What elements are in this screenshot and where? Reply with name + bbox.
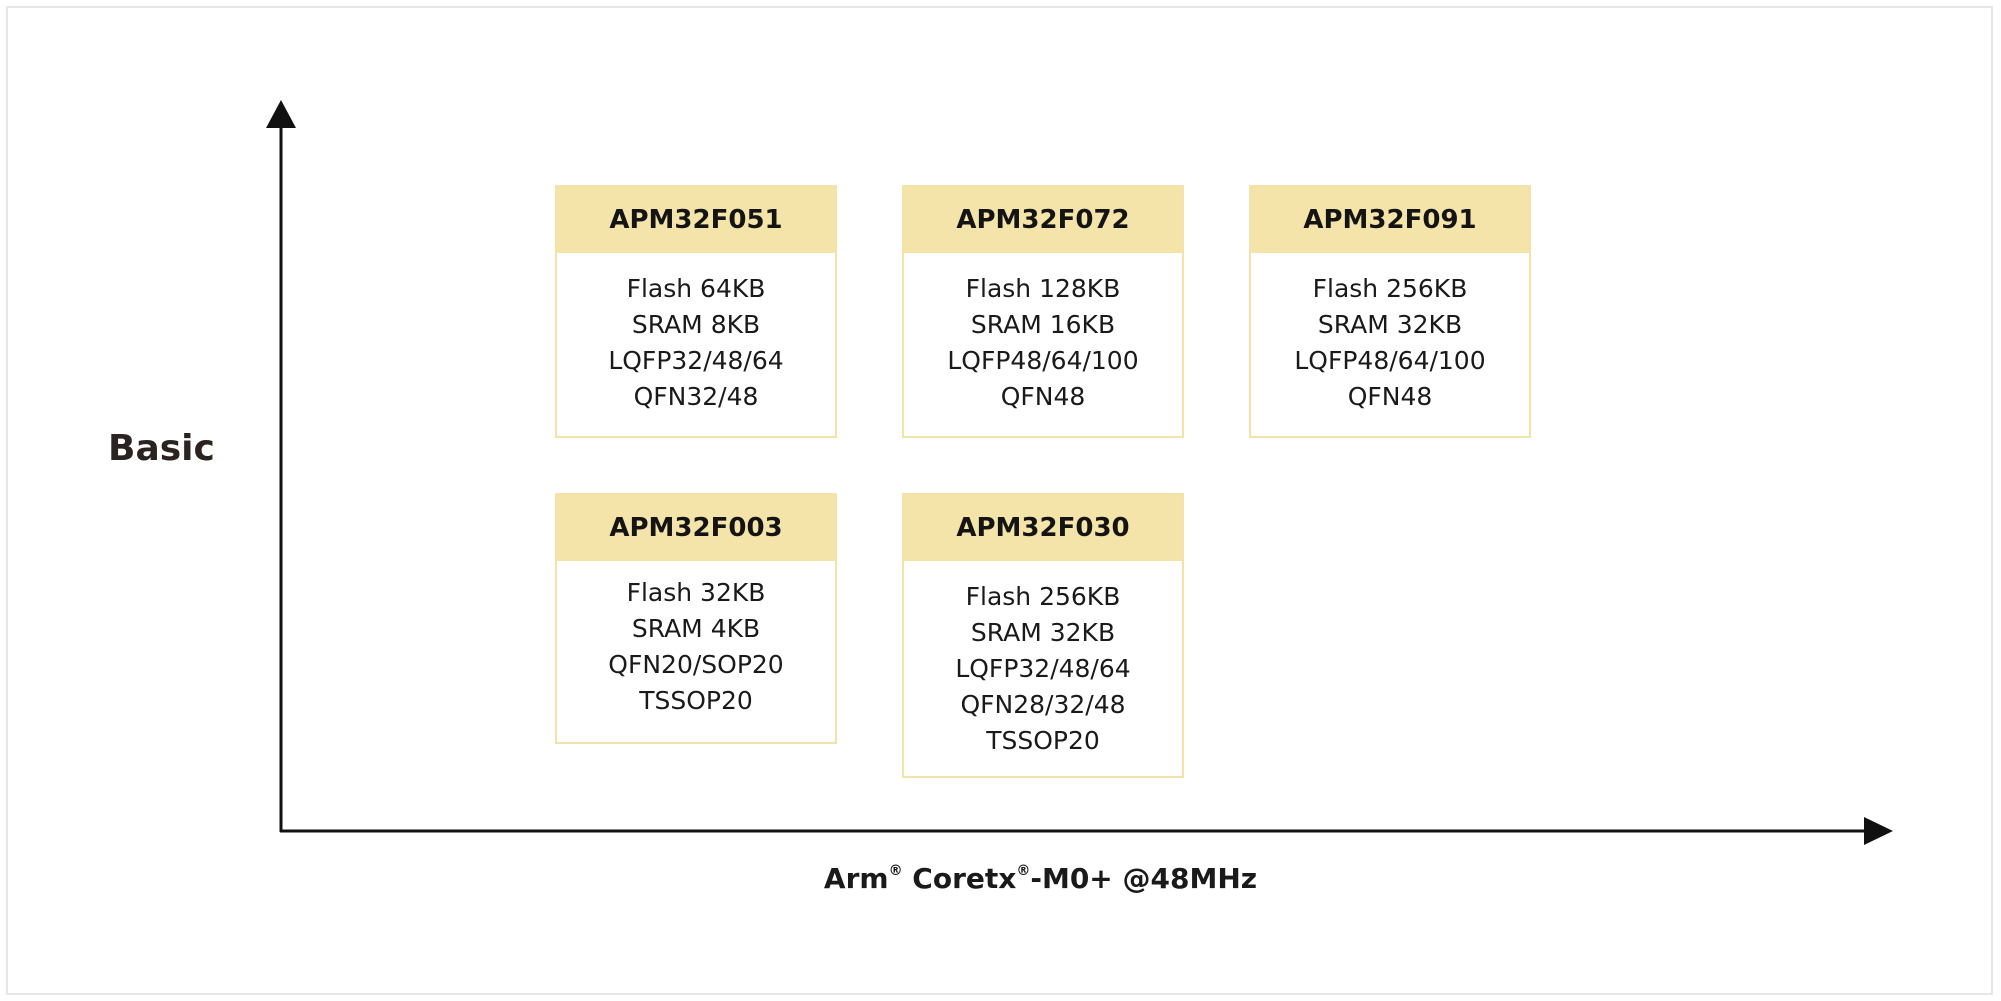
spec-package: LQFP32/48/64 (608, 346, 784, 375)
spec-sram: SRAM 32KB (970, 618, 1116, 647)
spec-package: QFN32/48 (633, 382, 759, 411)
x-axis-label: Arm® Coretx®-M0+ @48MHz (0, 862, 2001, 895)
spec-package: QFN48 (1000, 382, 1086, 411)
spec-sram: SRAM 16KB (970, 310, 1116, 339)
spec-package: TSSOP20 (986, 726, 1100, 755)
y-axis-label: Basic (108, 428, 215, 469)
registered-mark-1: ® (888, 863, 903, 879)
product-card-title: APM32F091 (1251, 187, 1529, 253)
x-axis-label-part3: -M0+ @48MHz (1030, 862, 1258, 895)
product-card-title: APM32F072 (904, 187, 1182, 253)
spec-package: QFN28/32/48 (960, 690, 1126, 719)
x-axis-arrowhead (1864, 817, 1893, 845)
product-card-apm32f051: APM32F051 Flash 64KB SRAM 8KB LQFP32/48/… (555, 185, 837, 438)
spec-sram: SRAM 32KB (1317, 310, 1463, 339)
spec-flash: Flash 32KB (626, 578, 766, 607)
product-card-apm32f003: APM32F003 Flash 32KB SRAM 4KB QFN20/SOP2… (555, 493, 837, 744)
spec-sram: SRAM 4KB (631, 614, 761, 643)
spec-flash: Flash 256KB (965, 582, 1121, 611)
product-card-specs: Flash 32KB SRAM 4KB QFN20/SOP20 TSSOP20 (557, 561, 835, 719)
product-card-title: APM32F030 (904, 495, 1182, 561)
spec-package: QFN20/SOP20 (608, 650, 784, 679)
product-card-specs: Flash 128KB SRAM 16KB LQFP48/64/100 QFN4… (904, 253, 1182, 415)
product-card-apm32f091: APM32F091 Flash 256KB SRAM 32KB LQFP48/6… (1249, 185, 1531, 438)
product-card-title: APM32F051 (557, 187, 835, 253)
spec-sram: SRAM 8KB (631, 310, 761, 339)
spec-flash: Flash 64KB (626, 274, 766, 303)
product-card-apm32f072: APM32F072 Flash 128KB SRAM 16KB LQFP48/6… (902, 185, 1184, 438)
x-axis-label-part1: Arm (823, 862, 889, 895)
product-card-title: APM32F003 (557, 495, 835, 561)
product-card-specs: Flash 64KB SRAM 8KB LQFP32/48/64 QFN32/4… (557, 253, 835, 415)
registered-mark-2: ® (1016, 863, 1031, 879)
product-card-specs: Flash 256KB SRAM 32KB LQFP48/64/100 QFN4… (1251, 253, 1529, 415)
spec-flash: Flash 256KB (1312, 274, 1468, 303)
product-card-specs: Flash 256KB SRAM 32KB LQFP32/48/64 QFN28… (904, 561, 1182, 759)
spec-package: TSSOP20 (639, 686, 753, 715)
spec-package: LQFP32/48/64 (955, 654, 1131, 683)
product-card-apm32f030: APM32F030 Flash 256KB SRAM 32KB LQFP32/4… (902, 493, 1184, 778)
y-axis-arrowhead (266, 100, 296, 128)
x-axis-label-part2: Coretx (902, 862, 1017, 895)
spec-package: LQFP48/64/100 (947, 346, 1139, 375)
spec-flash: Flash 128KB (965, 274, 1121, 303)
spec-package: LQFP48/64/100 (1294, 346, 1486, 375)
spec-package: QFN48 (1347, 382, 1433, 411)
